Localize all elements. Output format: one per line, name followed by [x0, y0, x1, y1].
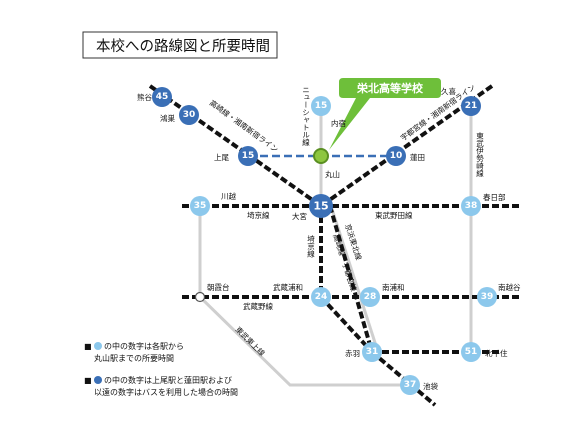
- station-name: 南浦和: [382, 282, 405, 292]
- station-maruyama: 丸山: [313, 148, 340, 179]
- station-name: 丸山: [325, 169, 340, 179]
- takasaki-line: [148, 84, 323, 208]
- time-label: 30: [183, 110, 196, 120]
- line-label-saikyo: 埼京線: [306, 234, 315, 258]
- station-name: 南越谷: [498, 282, 521, 292]
- station-name: 大宮: [292, 211, 307, 221]
- line-label-takasaki: 高崎線・湘南新宿ライン: [208, 98, 281, 155]
- keihin-tohoku-rail: [328, 205, 374, 353]
- station-kumagaya: 45 熊谷: [137, 87, 172, 107]
- station-omiya: 15 大宮: [292, 194, 333, 221]
- station-ikebukuro: 37 池袋: [400, 375, 438, 395]
- saikyo-line-south: [319, 295, 374, 354]
- school-name: 栄北高等学校: [356, 81, 424, 95]
- line-label-newshuttle: ニューシャトル線: [301, 86, 310, 146]
- transfer-marker: [194, 291, 206, 303]
- station-name: 内宿: [331, 118, 346, 128]
- line-label-kawagoe: 埼京線: [247, 210, 270, 220]
- station-kitasenju: 51 北千住: [461, 342, 508, 362]
- school-marker: [313, 148, 329, 164]
- time-label: 28: [364, 292, 377, 302]
- time-label: 38: [465, 201, 478, 211]
- station-name: 春日部: [483, 192, 506, 202]
- station-kasukabe: 38 春日部: [461, 192, 506, 216]
- station-name: 池袋: [423, 381, 438, 391]
- bus-time-marker: [152, 87, 172, 107]
- time-label: 15: [242, 151, 255, 161]
- bus-time-marker: [309, 194, 333, 218]
- station-kuki: 21 久喜: [441, 86, 481, 116]
- station-name: 鴻巣: [160, 113, 175, 123]
- legend-text-2a: の中の数字は上尾駅と蓮田駅および: [104, 375, 232, 385]
- time-label: 35: [194, 201, 207, 211]
- station-hasuda: 10 蓮田: [386, 146, 425, 166]
- station-akabane: 31 赤羽: [345, 342, 382, 362]
- train-time-swatch: [94, 342, 102, 350]
- train-time-marker: [461, 342, 481, 362]
- station-name: 上尾: [214, 153, 229, 162]
- legend-bullet-2: ■: [84, 376, 92, 385]
- station-musashiurawa: 24 武蔵浦和: [273, 282, 331, 307]
- train-time-marker: [362, 342, 382, 362]
- legend-text-1a: の中の数字は各駅から: [104, 341, 184, 351]
- line-label-tojo: 東武東上線: [234, 324, 268, 358]
- time-label: 10: [390, 151, 403, 161]
- station-name: 赤羽: [345, 349, 360, 358]
- bus-time-marker: [179, 105, 199, 125]
- time-label: 37: [404, 380, 417, 390]
- bus-time-marker: [386, 146, 406, 166]
- station-asakadai: 朝霞台: [194, 282, 230, 303]
- train-time-marker: [311, 287, 331, 307]
- time-label: 15: [313, 200, 328, 213]
- time-label: 15: [315, 101, 328, 111]
- station-kawagoe: 35 川越: [190, 191, 236, 216]
- station-name: 北千住: [485, 348, 508, 358]
- station-name: 川越: [221, 191, 236, 201]
- legend-bullet-1: ■: [84, 342, 92, 351]
- train-time-marker: [477, 287, 497, 307]
- time-label: 51: [465, 347, 478, 357]
- station-konosu: 30 鴻巣: [160, 105, 199, 125]
- station-name: 熊谷: [137, 92, 152, 102]
- station-name: 朝霞台: [207, 282, 230, 292]
- legend: ■ の中の数字は各駅から 丸山駅までの所要時間 ■ の中の数字は上尾駅と蓮田駅お…: [84, 341, 238, 397]
- time-label: 45: [156, 92, 169, 102]
- station-ageo: 15 上尾: [214, 146, 258, 166]
- legend-text-1b: 丸山駅までの所要時間: [94, 353, 174, 363]
- station-minamikoshigaya: 39 南越谷: [477, 282, 521, 307]
- time-label: 21: [465, 101, 478, 111]
- train-time-marker: [190, 196, 210, 216]
- line-label-noda: 東武野田線: [375, 210, 413, 220]
- station-naishuku: 15 内宿: [311, 96, 346, 128]
- bus-time-swatch: [94, 376, 102, 384]
- train-time-marker: [360, 287, 380, 307]
- school-bubble: 栄北高等学校: [329, 78, 441, 150]
- title-box: 本校への路線図と所要時間: [82, 31, 278, 59]
- train-time-marker: [311, 96, 331, 116]
- bus-time-marker: [238, 146, 258, 166]
- station-minamiurawa: 28 南浦和: [360, 282, 405, 307]
- time-label: 24: [315, 292, 328, 302]
- station-name: 武蔵浦和: [273, 282, 303, 292]
- station-name: 蓮田: [410, 152, 425, 162]
- legend-text-2b: 以遠の数字はバスを利用した場合の時間: [94, 387, 238, 397]
- time-label: 31: [366, 347, 379, 357]
- line-label-musashino: 武蔵野線: [243, 301, 273, 311]
- train-time-marker: [461, 196, 481, 216]
- time-label: 39: [481, 292, 494, 302]
- line-label-isesaki: 東武伊勢崎線: [475, 131, 484, 178]
- bus-time-marker: [461, 96, 481, 116]
- station-name: 久喜: [441, 86, 456, 96]
- tojo-line: [198, 206, 410, 387]
- train-time-marker: [400, 375, 420, 395]
- page-title: 本校への路線図と所要時間: [96, 38, 270, 55]
